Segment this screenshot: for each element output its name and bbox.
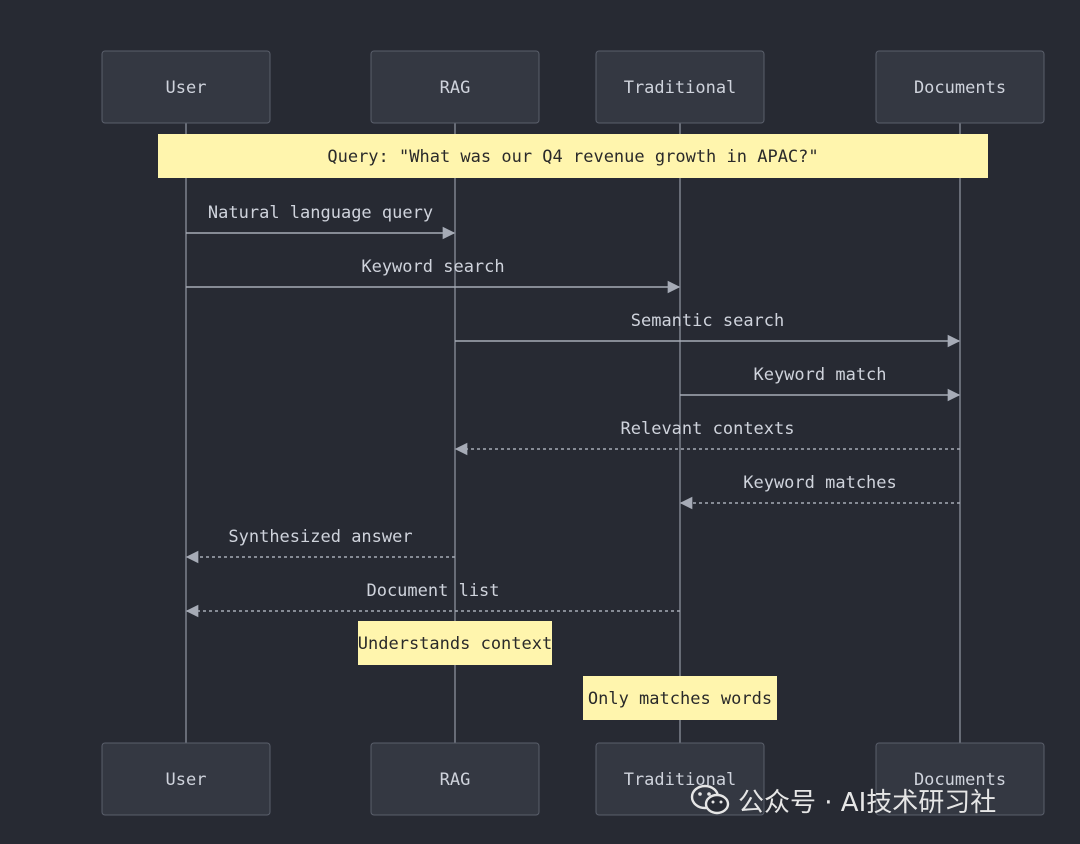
participant-documents-top: Documents xyxy=(875,50,1045,124)
note-text: Understands context xyxy=(358,634,552,654)
participant-label: User xyxy=(166,770,207,790)
message-7: Synthesized answer xyxy=(185,527,455,564)
message-6: Keyword matches xyxy=(679,473,960,510)
participant-label: Documents xyxy=(914,770,1006,790)
participant-box xyxy=(101,742,271,816)
query-note-box xyxy=(158,134,988,178)
wechat-icon xyxy=(690,784,730,815)
note-box xyxy=(358,621,552,665)
participant-box xyxy=(595,50,765,124)
message-label: Synthesized answer xyxy=(228,527,412,547)
message-3: Semantic search xyxy=(455,311,961,348)
watermark-text: 公众号 · AI技术研习社 xyxy=(738,787,997,818)
participant-box xyxy=(875,742,1045,816)
message-5: Relevant contexts xyxy=(454,419,960,456)
query-note-text: Query: "What was our Q4 revenue growth i… xyxy=(327,147,818,167)
message-label: Keyword matches xyxy=(743,473,897,493)
message-8: Document list xyxy=(185,581,680,618)
participant-box xyxy=(370,742,540,816)
watermark: 公众号 · AI技术研习社 xyxy=(690,780,996,820)
message-label: Keyword search xyxy=(361,257,504,277)
participant-documents-bottom: Documents xyxy=(875,742,1045,816)
message-label: Natural language query xyxy=(208,203,433,223)
participant-user-top: User xyxy=(101,50,271,124)
participant-box xyxy=(101,50,271,124)
participant-rag-bottom: RAG xyxy=(370,742,540,816)
participant-label: RAG xyxy=(440,770,471,790)
note-box xyxy=(583,676,777,720)
message-4: Keyword match xyxy=(680,365,961,402)
participant-rag-top: RAG xyxy=(370,50,540,124)
message-label: Document list xyxy=(366,581,499,601)
note-text: Only matches words xyxy=(588,689,772,709)
message-label: Keyword match xyxy=(753,365,886,385)
message-label: Semantic search xyxy=(631,311,785,331)
participant-label: Documents xyxy=(914,78,1006,98)
note-over-traditional: Only matches words xyxy=(583,676,777,720)
participant-label: User xyxy=(166,78,207,98)
participant-box xyxy=(875,50,1045,124)
participant-label: RAG xyxy=(440,78,471,98)
message-2: Keyword search xyxy=(186,257,681,294)
note-over-rag: Understands context xyxy=(358,621,552,665)
participant-traditional-top: Traditional xyxy=(595,50,765,124)
message-label: Relevant contexts xyxy=(621,419,795,439)
message-1: Natural language query xyxy=(186,203,456,240)
participant-user-bottom: User xyxy=(101,742,271,816)
participant-box xyxy=(370,50,540,124)
query-note: Query: "What was our Q4 revenue growth i… xyxy=(158,134,988,178)
participant-label: Traditional xyxy=(624,770,737,790)
participant-label: Traditional xyxy=(624,78,737,98)
